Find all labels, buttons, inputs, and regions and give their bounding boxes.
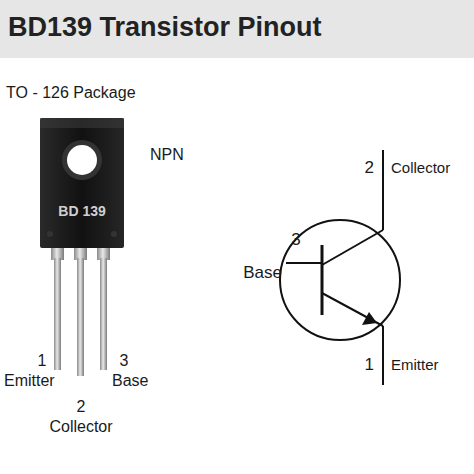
transistor-body bbox=[40, 118, 124, 248]
pin-name: Base bbox=[112, 372, 148, 390]
npn-symbol bbox=[280, 150, 400, 385]
pin-number: 2 bbox=[77, 398, 86, 416]
pin-number: 3 bbox=[291, 230, 300, 250]
emitter-arrow bbox=[362, 312, 377, 325]
mounting-hole bbox=[67, 145, 97, 175]
pin-name: Emitter bbox=[4, 372, 55, 390]
pin-name: Emitter bbox=[391, 356, 439, 373]
pin-name: Collector bbox=[391, 159, 450, 176]
pin-name: Collector bbox=[49, 418, 112, 436]
pin-number: 1 bbox=[38, 352, 47, 370]
body-marking: BD 139 bbox=[58, 203, 105, 219]
pin-number: 1 bbox=[365, 355, 374, 375]
pin-number: 3 bbox=[120, 352, 129, 370]
mounting-hole-rim bbox=[62, 140, 102, 180]
package-label: TO - 126 Package bbox=[6, 84, 136, 102]
type-label: NPN bbox=[150, 146, 184, 164]
transistor-leads bbox=[51, 246, 110, 376]
pin-number: 2 bbox=[365, 158, 374, 178]
pin-name: Base bbox=[243, 263, 282, 283]
page-title: BD139 Transistor Pinout bbox=[8, 12, 322, 43]
